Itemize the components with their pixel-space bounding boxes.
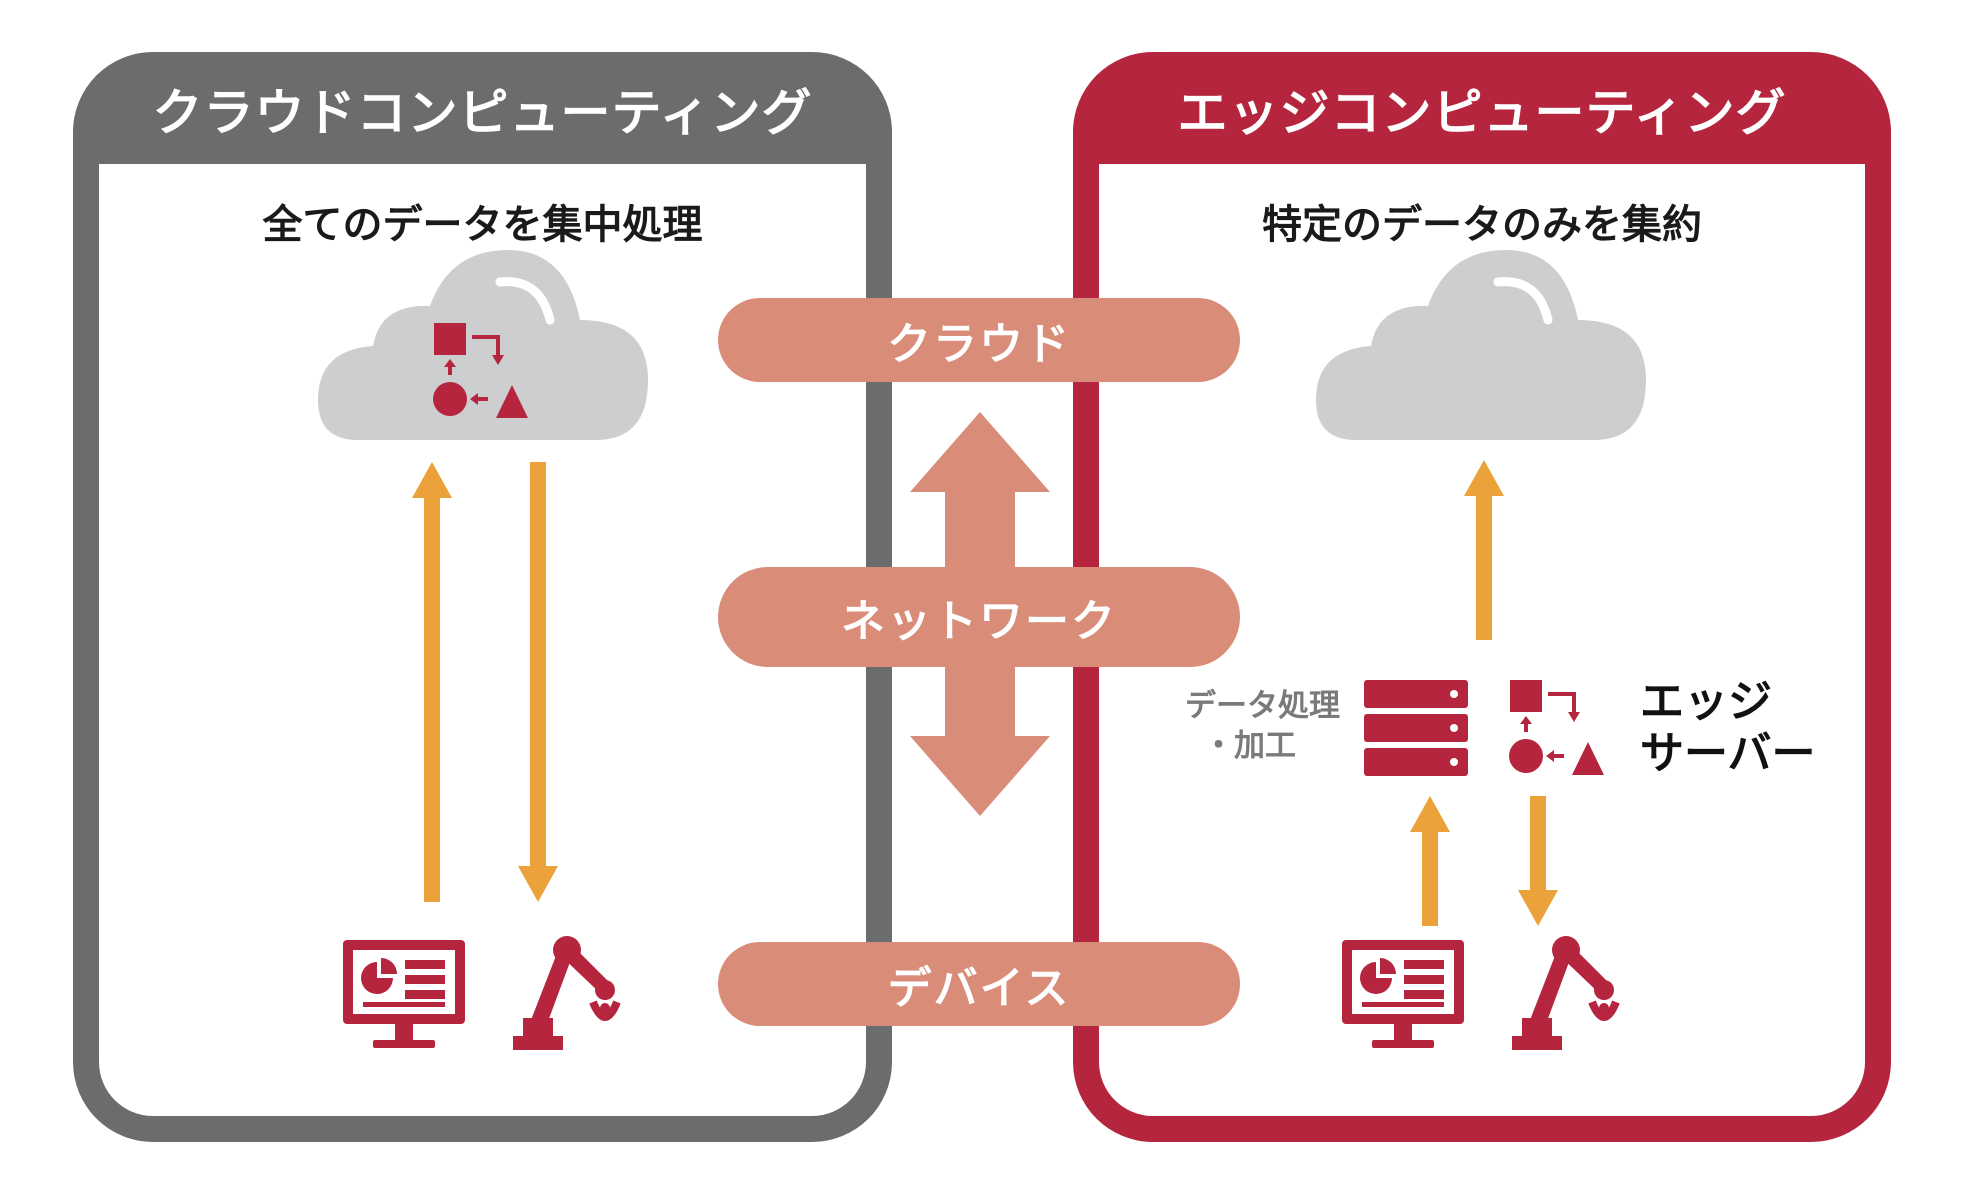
layer-network-pill: ネットワーク [718,567,1240,667]
data-processing-label: データ処理 ・加工 [1150,686,1340,766]
cloud-computing-title: クラウドコンピューティング [152,84,813,142]
left-cloud-icon [318,250,648,440]
edge-computing-title: エッジコンピューティング [1177,84,1787,142]
data-processing-label-line1: データ処理 [1185,688,1340,724]
layer-cloud-pill: クラウド [718,298,1240,382]
edge-server-label-line2: サーバー [1640,728,1816,779]
right-cloud-icon [1316,250,1646,440]
left-monitor-dashboard-icon [343,940,465,1048]
left-upload-arrow [412,462,452,902]
edge-server-label-line1: エッジ [1640,676,1772,727]
right-download-to-device-arrow [1518,796,1558,926]
data-processing-label-line2: ・加工 [1203,728,1296,764]
left-download-arrow [518,462,558,902]
right-robot-arm-icon [1512,936,1620,1050]
edge-server-label: エッジ サーバー [1640,676,1816,780]
right-monitor-dashboard-icon [1342,940,1464,1048]
left-robot-arm-icon [513,936,621,1050]
right-upload-to-cloud-arrow [1464,460,1504,640]
right-upload-to-server-arrow [1410,796,1450,926]
layer-device-pill: デバイス [718,942,1240,1026]
edge-computing-subtitle: 特定のデータのみを集約 [1262,202,1702,248]
edge-data-process-icon [1509,680,1604,775]
server-icon [1364,680,1468,776]
cloud-computing-subtitle: 全てのデータを集中処理 [262,202,703,248]
data-process-icon [433,323,528,418]
